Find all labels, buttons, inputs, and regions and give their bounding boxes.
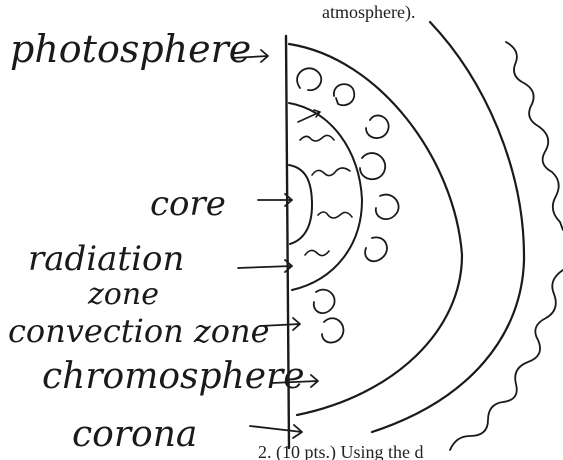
convection-loop [376,195,399,220]
convection-loop [322,318,343,342]
convection-loop [366,115,389,138]
core-arrow [258,194,292,206]
photosphere-boundary [289,44,462,415]
radiation-zone-label-line2: zone [87,277,159,312]
convection-loop [360,153,385,179]
corona-arrow [250,425,302,438]
convection-loop [297,68,321,90]
corona-label: corona [72,414,197,455]
core-boundary [289,165,312,244]
convection-loop [314,290,335,314]
header-fragment: atmosphere). [322,2,415,23]
footer-fragment: 2. (10 pts.) Using the d [258,442,424,460]
core-label: core [150,184,226,224]
radiation-wave-paths [298,110,352,256]
chromosphere-label: chromosphere [42,356,305,397]
radiation-zone-boundary [289,103,362,290]
convection-loop [365,237,387,261]
convection-loop [334,84,354,105]
chromosphere-arc [372,22,524,432]
convection-zone-label: convection zone [8,312,270,350]
radiation-zone-arrow [238,260,292,272]
photosphere-label: photosphere [10,27,251,71]
corona-wavy-edge [450,42,563,450]
radiation-zone-label-line1: radiation [28,239,184,279]
